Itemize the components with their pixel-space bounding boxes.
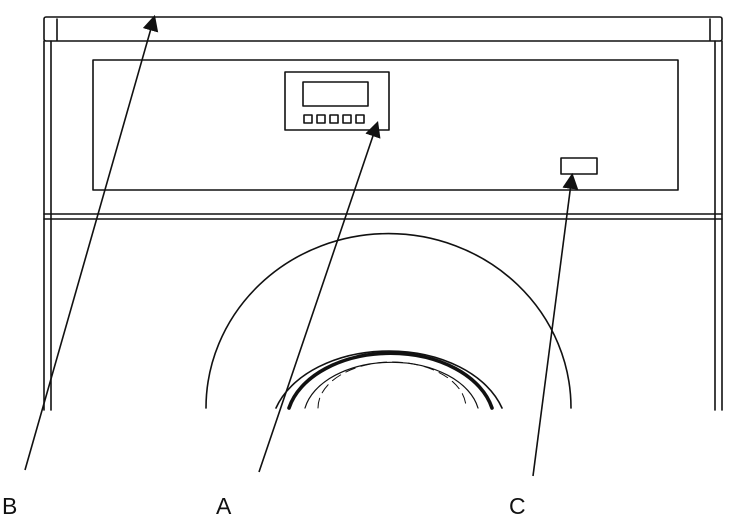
door <box>205 232 572 410</box>
top-cover <box>43 16 723 42</box>
panel-button-slot <box>560 157 598 175</box>
callout-c-label: C <box>509 493 526 519</box>
panel-key-1 <box>303 114 313 124</box>
callout-b-label: B <box>2 493 18 519</box>
callout-b-leader <box>24 14 159 471</box>
panel-key-4 <box>342 114 352 124</box>
control-display-panel <box>284 71 390 131</box>
machine-body <box>43 40 723 411</box>
panel-key-2 <box>316 114 326 124</box>
panel-key-5 <box>355 114 365 124</box>
callout-a-leader <box>258 120 381 473</box>
control-panel <box>92 59 679 191</box>
panel-key-3 <box>329 114 339 124</box>
callout-c-leader <box>532 172 579 477</box>
callout-a-label: A <box>216 493 232 519</box>
